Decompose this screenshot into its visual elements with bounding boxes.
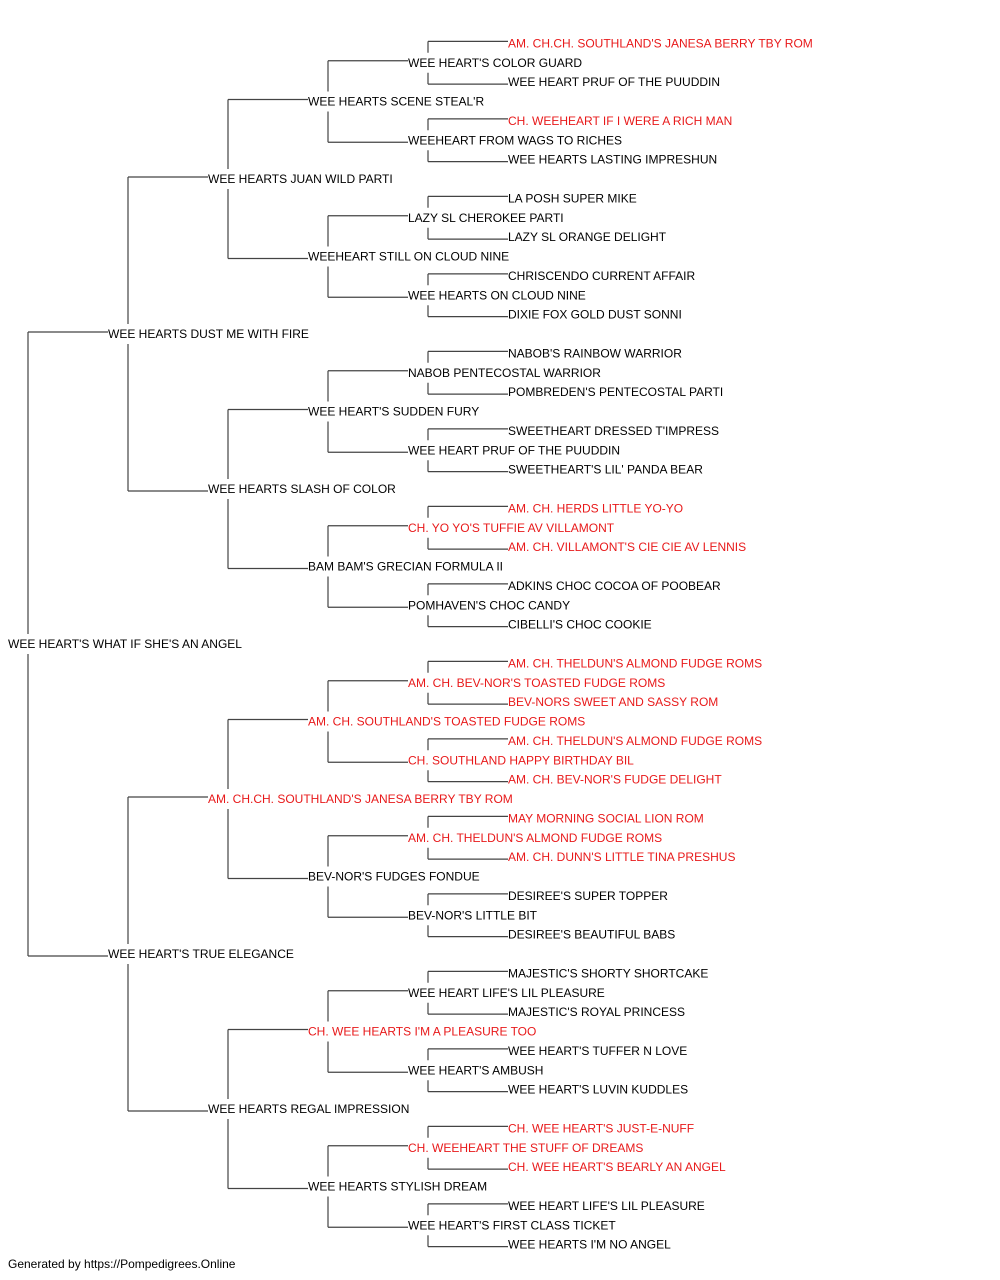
undefined-name[interactable]: BEV-NORS SWEET AND SASSY ROM: [508, 695, 718, 709]
great-great-grandparent-name[interactable]: CH. SOUTHLAND HAPPY BIRTHDAY BIL: [408, 753, 634, 767]
undefined-name[interactable]: WEE HEART PRUF OF THE PUUDDIN: [508, 75, 720, 89]
undefined-name[interactable]: CH. WEE HEART'S BEARLY AN ANGEL: [508, 1160, 726, 1174]
undefined-name[interactable]: DESIREE'S SUPER TOPPER: [508, 889, 668, 903]
great-great-grandparent-name[interactable]: WEE HEART LIFE'S LIL PLEASURE: [408, 986, 605, 1000]
undefined-name[interactable]: AM. CH. BEV-NOR'S FUDGE DELIGHT: [508, 773, 722, 787]
pedigree-connectors: [27, 40, 508, 1248]
undefined-name[interactable]: WEE HEART LIFE'S LIL PLEASURE: [508, 1199, 705, 1213]
great-grandparent-name[interactable]: AM. CH. SOUTHLAND'S TOASTED FUDGE ROMS: [308, 715, 585, 729]
great-great-grandparent-name[interactable]: AM. CH. BEV-NOR'S TOASTED FUDGE ROMS: [408, 676, 665, 690]
grandparent-name[interactable]: WEE HEARTS JUAN WILD PARTI: [208, 172, 393, 186]
great-great-grandparent-name[interactable]: CH. YO YO'S TUFFIE AV VILLAMONT: [408, 521, 615, 535]
parent-name[interactable]: WEE HEART'S TRUE ELEGANCE: [108, 947, 294, 961]
undefined-name[interactable]: CIBELLI'S CHOC COOKIE: [508, 618, 652, 632]
undefined-name[interactable]: NABOB'S RAINBOW WARRIOR: [508, 346, 682, 360]
great-grandparent-name[interactable]: WEE HEARTS SCENE STEAL'R: [308, 95, 484, 109]
undefined-name[interactable]: DESIREE'S BEAUTIFUL BABS: [508, 928, 675, 942]
great-grandparent-name[interactable]: WEE HEART'S SUDDEN FURY: [308, 405, 479, 419]
undefined-name[interactable]: CH. WEEHEART IF I WERE A RICH MAN: [508, 114, 732, 128]
undefined-name[interactable]: AM. CH. THELDUN'S ALMOND FUDGE ROMS: [508, 656, 762, 670]
undefined-name[interactable]: SWEETHEART DRESSED T'IMPRESS: [508, 424, 719, 438]
undefined-name[interactable]: CHRISCENDO CURRENT AFFAIR: [508, 269, 695, 283]
great-great-grandparent-name[interactable]: BEV-NOR'S LITTLE BIT: [408, 908, 538, 922]
great-grandparent-name[interactable]: WEE HEARTS STYLISH DREAM: [308, 1180, 487, 1194]
great-great-grandparent-name[interactable]: WEE HEART'S FIRST CLASS TICKET: [408, 1218, 616, 1232]
undefined-name[interactable]: AM. CH. HERDS LITTLE YO-YO: [508, 501, 683, 515]
undefined-name[interactable]: WEE HEARTS LASTING IMPRESHUN: [508, 153, 717, 167]
great-great-grandparent-name[interactable]: CH. WEEHEART THE STUFF OF DREAMS: [408, 1141, 643, 1155]
undefined-name[interactable]: WEE HEART'S LUVIN KUDDLES: [508, 1083, 688, 1097]
undefined-name[interactable]: AM. CH.CH. SOUTHLAND'S JANESA BERRY TBY …: [508, 36, 813, 50]
great-grandparent-name[interactable]: BEV-NOR'S FUDGES FONDUE: [308, 870, 480, 884]
great-great-grandparent-name[interactable]: WEE HEART'S AMBUSH: [408, 1063, 543, 1077]
grandparent-name[interactable]: WEE HEARTS SLASH OF COLOR: [208, 482, 396, 496]
undefined-name[interactable]: MAY MORNING SOCIAL LION ROM: [508, 811, 704, 825]
grandparent-name[interactable]: WEE HEARTS REGAL IMPRESSION: [208, 1102, 409, 1116]
parent-name[interactable]: WEE HEARTS DUST ME WITH FIRE: [108, 327, 309, 341]
undefined-name[interactable]: AM. CH. VILLAMONT'S CIE CIE AV LENNIS: [508, 540, 746, 554]
undefined-name[interactable]: SWEETHEART'S LIL' PANDA BEAR: [508, 463, 703, 477]
undefined-name[interactable]: WEE HEART'S TUFFER N LOVE: [508, 1044, 687, 1058]
undefined-name[interactable]: MAJESTIC'S ROYAL PRINCESS: [508, 1005, 685, 1019]
grandparent-name[interactable]: AM. CH.CH. SOUTHLAND'S JANESA BERRY TBY …: [208, 792, 513, 806]
great-grandparent-name[interactable]: BAM BAM'S GRECIAN FORMULA II: [308, 560, 503, 574]
great-great-grandparent-name[interactable]: AM. CH. THELDUN'S ALMOND FUDGE ROMS: [408, 831, 662, 845]
great-great-grandparent-name[interactable]: WEE HEARTS ON CLOUD NINE: [408, 288, 586, 302]
undefined-name[interactable]: LA POSH SUPER MIKE: [508, 191, 637, 205]
undefined-name[interactable]: DIXIE FOX GOLD DUST SONNI: [508, 308, 682, 322]
great-great-grandparent-name[interactable]: WEE HEART'S COLOR GUARD: [408, 56, 582, 70]
great-grandparent-name[interactable]: CH. WEE HEARTS I'M A PLEASURE TOO: [308, 1025, 536, 1039]
great-great-grandparent-name[interactable]: WEEHEART FROM WAGS TO RICHES: [408, 133, 622, 147]
great-great-grandparent-name[interactable]: NABOB PENTECOSTAL WARRIOR: [408, 366, 601, 380]
pedigree-names: WEE HEART'S WHAT IF SHE'S AN ANGEL WEE HE…: [8, 36, 813, 1251]
undefined-name[interactable]: CH. WEE HEART'S JUST-E-NUFF: [508, 1121, 694, 1135]
undefined-name[interactable]: MAJESTIC'S SHORTY SHORTCAKE: [508, 966, 708, 980]
undefined-name[interactable]: AM. CH. THELDUN'S ALMOND FUDGE ROMS: [508, 734, 762, 748]
great-great-grandparent-name[interactable]: LAZY SL CHEROKEE PARTI: [408, 211, 564, 225]
generator-credit: Generated by https://Pompedigrees.Online: [8, 1257, 236, 1271]
great-great-grandparent-name[interactable]: WEE HEART PRUF OF THE PUUDDIN: [408, 443, 620, 457]
undefined-name[interactable]: AM. CH. DUNN'S LITTLE TINA PRESHUS: [508, 850, 735, 864]
great-grandparent-name[interactable]: WEEHEART STILL ON CLOUD NINE: [308, 250, 509, 264]
subject-name[interactable]: WEE HEART'S WHAT IF SHE'S AN ANGEL: [8, 637, 242, 651]
undefined-name[interactable]: POMBREDEN'S PENTECOSTAL PARTI: [508, 385, 723, 399]
great-great-grandparent-name[interactable]: POMHAVEN'S CHOC CANDY: [408, 598, 570, 612]
undefined-name[interactable]: ADKINS CHOC COCOA OF POOBEAR: [508, 579, 721, 593]
undefined-name[interactable]: WEE HEARTS I'M NO ANGEL: [508, 1238, 671, 1252]
undefined-name[interactable]: LAZY SL ORANGE DELIGHT: [508, 230, 667, 244]
